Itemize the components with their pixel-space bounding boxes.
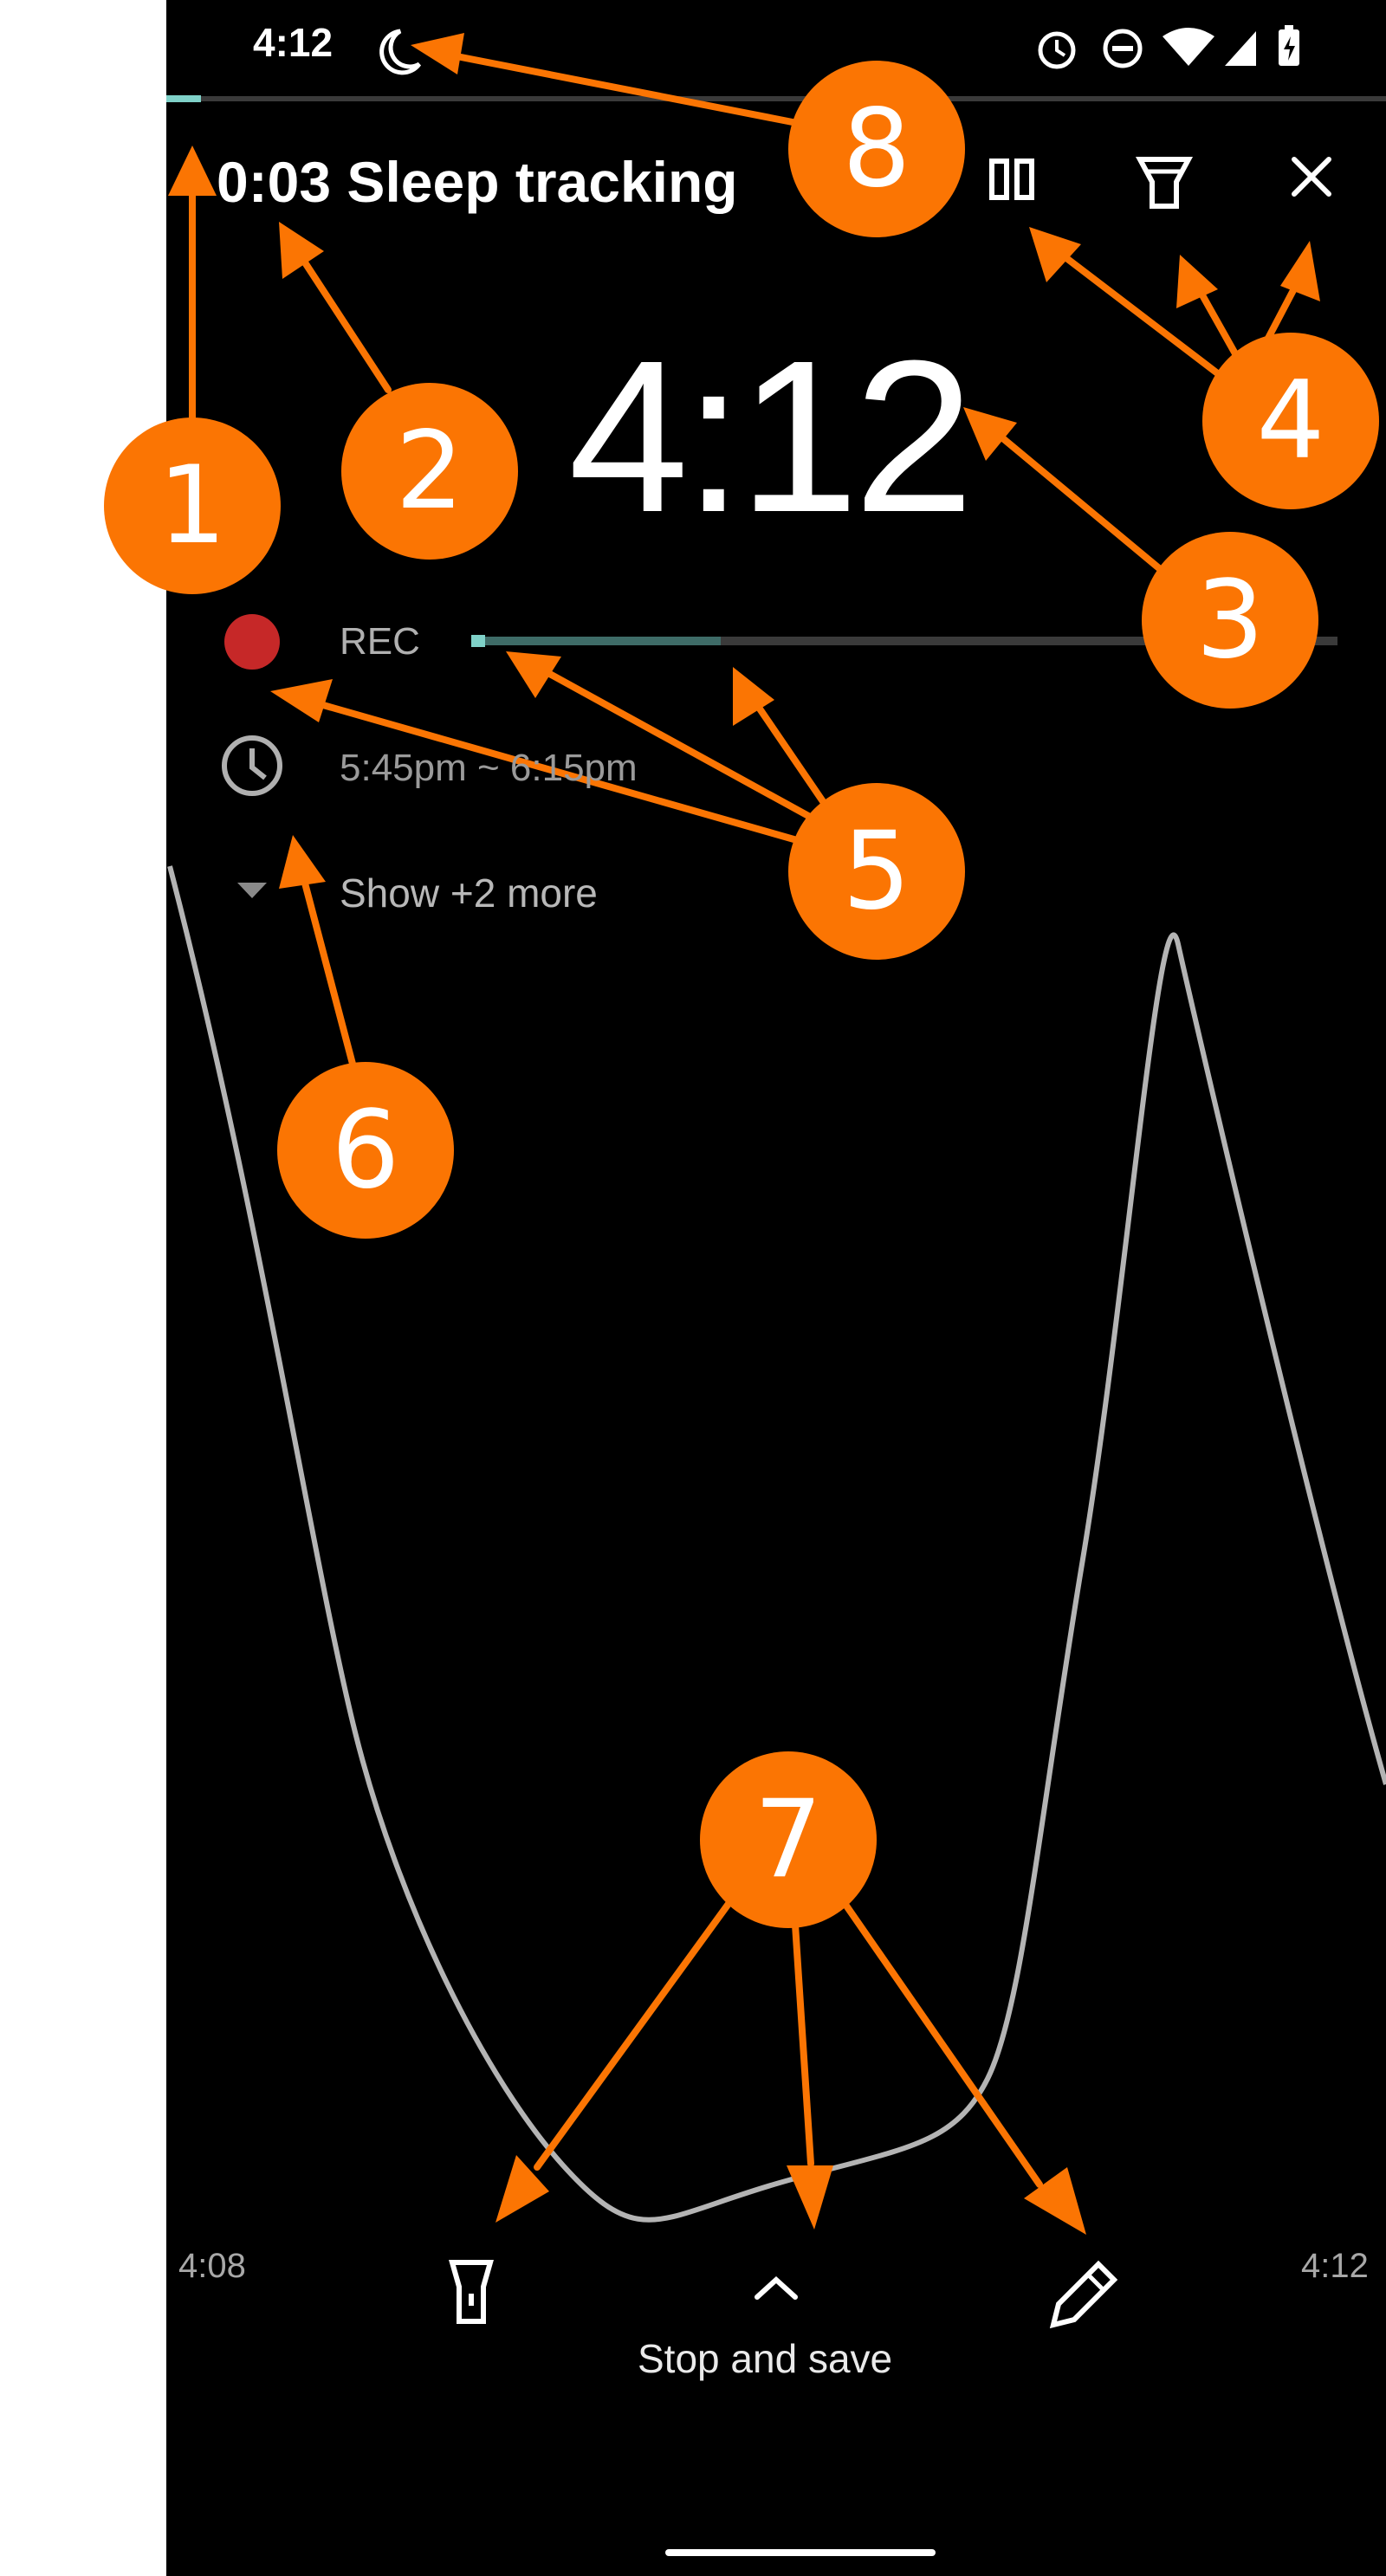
sleep-graph-curve [167, 865, 1386, 2223]
recording-track [471, 637, 1337, 645]
stop-and-save-button[interactable]: Stop and save [638, 2336, 893, 2381]
recording-label: REC [340, 620, 420, 663]
edit-pencil-icon[interactable] [1049, 2260, 1118, 2329]
annotation-arrowheads [168, 33, 1320, 2235]
sleep-sounds-icon[interactable] [1135, 157, 1194, 209]
close-icon[interactable] [1292, 157, 1331, 197]
expand-arrow-icon[interactable] [237, 883, 267, 898]
current-time-display: 4:12 [568, 315, 975, 557]
flashlight-icon[interactable] [449, 2260, 494, 2324]
clock-icon [222, 735, 282, 796]
status-bar-time: 4:12 [253, 20, 334, 65]
graph-end-time: 4:12 [1301, 2247, 1369, 2285]
do-not-disturb-icon [1103, 29, 1143, 68]
annotation-badge-1: 1 [104, 417, 281, 594]
annotation-badge-8: 8 [788, 61, 965, 237]
session-progress-fill [166, 95, 201, 102]
wifi-icon [1163, 28, 1214, 66]
recording-dot [224, 614, 280, 670]
gesture-nav-bar[interactable] [665, 2549, 936, 2556]
annotation-badge-5: 5 [788, 783, 965, 960]
show-more-button[interactable]: Show +2 more [340, 871, 598, 916]
pause-icon[interactable] [989, 159, 1034, 200]
alarm-icon [1038, 31, 1076, 69]
battery-icon [1279, 25, 1299, 66]
alarm-window-label: 5:45pm ~ 6:15pm [340, 747, 638, 789]
annotation-badge-4: 4 [1202, 333, 1379, 509]
annotation-badge-2: 2 [341, 383, 518, 560]
recording-range-fill [471, 637, 721, 645]
moon-icon [379, 29, 422, 75]
page-title: 0:03 Sleep tracking [217, 150, 738, 214]
chevron-up-icon[interactable] [755, 2275, 798, 2300]
recording-progress-fill [471, 635, 485, 647]
signal-icon [1225, 31, 1256, 66]
annotation-badge-7: 7 [700, 1751, 877, 1928]
annotation-badge-3: 3 [1142, 532, 1318, 709]
annotation-badge-6: 6 [277, 1062, 454, 1239]
graph-start-time: 4:08 [178, 2247, 246, 2285]
session-progress-track [166, 96, 1386, 101]
